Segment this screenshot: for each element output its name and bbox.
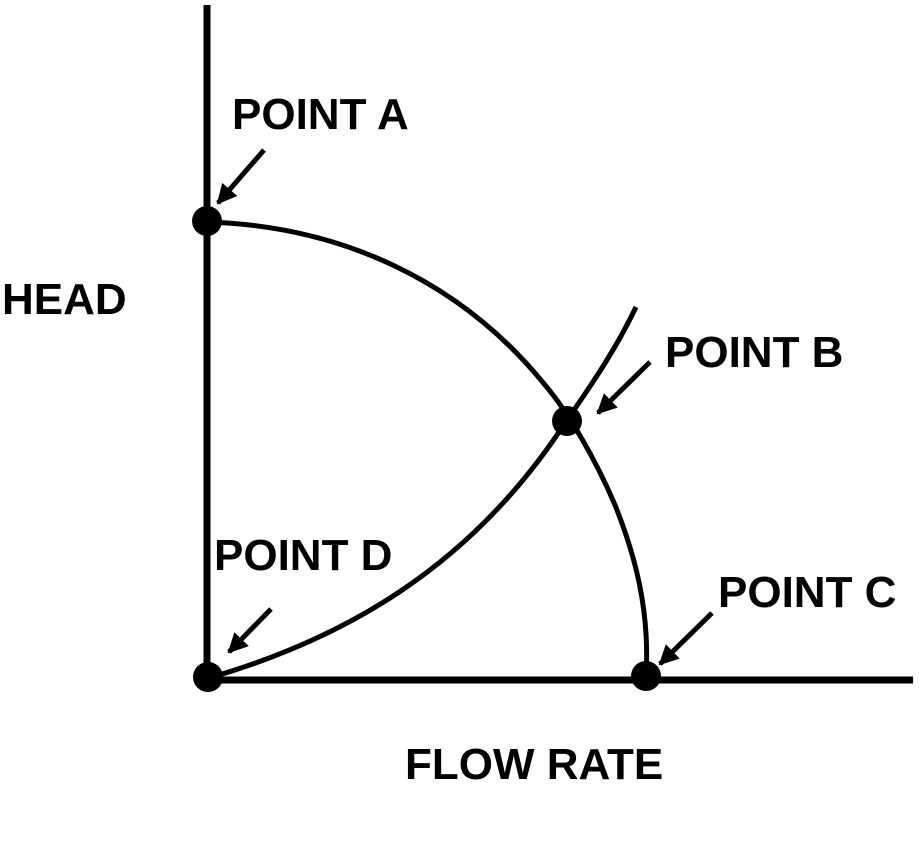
system-curve xyxy=(208,305,639,681)
point-c-marker xyxy=(631,661,661,691)
point-a-marker xyxy=(192,206,222,236)
point-a-label: POINT A xyxy=(232,90,409,139)
point-d-arrow xyxy=(227,607,273,654)
point-c-label: POINT C xyxy=(718,568,896,617)
point-a-arrow xyxy=(216,148,266,205)
point-c-arrow xyxy=(658,611,714,666)
point-b-marker xyxy=(552,406,582,436)
point-d-marker xyxy=(193,662,223,692)
point-b-label: POINT B xyxy=(665,328,843,377)
point-d-label: POINT D xyxy=(214,531,392,580)
y-axis-label: HEAD xyxy=(2,275,127,324)
pump-curve xyxy=(206,219,650,677)
point-b-arrow xyxy=(596,360,652,415)
x-axis-label: FLOW RATE xyxy=(405,740,663,789)
